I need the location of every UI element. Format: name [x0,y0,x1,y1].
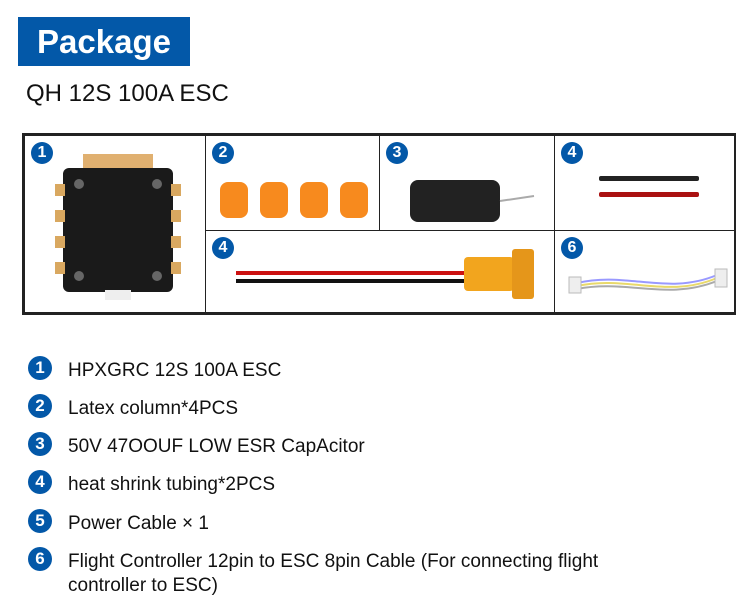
cell-power-cable: 4 [205,230,555,313]
package-heading: Package [18,17,190,66]
cell-esc: 1 [24,135,206,313]
item-text: 50V 47OOUF LOW ESR CapAcitor [68,436,365,457]
capacitor-image [410,180,535,222]
esc-board-image [55,154,181,300]
item-text-continued: controller to ESC) [68,575,218,596]
number-badge: 4 [28,470,52,494]
number-badge: 2 [212,142,234,164]
number-badge: 6 [561,237,583,259]
number-badge: 5 [28,509,52,533]
number-badge: 4 [212,237,234,259]
item-text: HPXGRC 12S 100A ESC [68,360,282,381]
item-text: Power Cable × 1 [68,513,209,534]
item-text: Latex column*4PCS [68,398,239,419]
package-contents-grid: 1 2 3 4 4 6 [22,133,736,315]
number-badge: 1 [31,142,53,164]
cell-capacitor: 3 [379,135,555,231]
number-badge: 4 [561,142,583,164]
number-badge: 1 [28,356,52,380]
power-cable-image [236,249,534,299]
cell-fc-cable: 6 [554,230,736,313]
number-badge: 3 [28,432,52,456]
cell-latex-columns: 2 [205,135,380,231]
heat-shrink-image [599,176,699,197]
cell-heat-shrink: 4 [554,135,736,231]
number-badge: 6 [28,547,52,571]
item-text: heat shrink tubing*2PCS [68,474,276,495]
number-badge: 2 [28,394,52,418]
product-title: QH 12S 100A ESC [26,80,229,107]
fc-cable-image [568,268,728,294]
item-text: Flight Controller 12pin to ESC 8pin Cabl… [68,551,599,572]
latex-columns-image [220,182,368,218]
number-badge: 3 [386,142,408,164]
